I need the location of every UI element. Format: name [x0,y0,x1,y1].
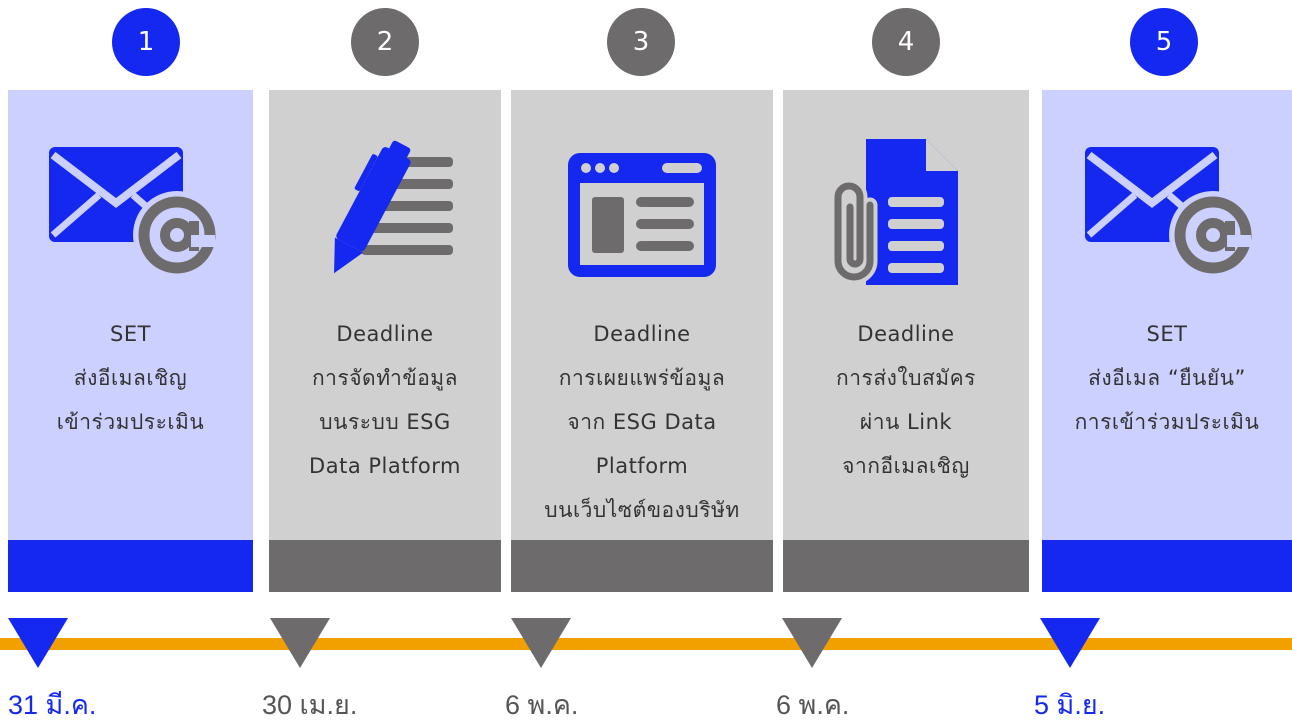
text-line: SET [110,322,151,346]
timeline-marker-2 [270,618,330,668]
timeline-marker-4 [782,618,842,668]
step-3-badge: 3 [607,8,675,76]
text-line: บนเว็บไซต์ของบริษัท [544,498,740,522]
step-3-panel: Deadline การเผยแพร่ข้อมูล จาก ESG Data P… [511,90,773,540]
text-line: จากอีเมลเชิญ [842,454,970,478]
text-line: จาก ESG Data [567,410,717,434]
step-3-bar [511,540,773,592]
step-1-description: SET ส่งอีเมลเชิญ เข้าร่วมประเมิน [8,312,253,444]
email-at-icon [1042,135,1292,295]
step-5-date: 5 มิ.ย. [1034,690,1106,720]
timeline-marker-5 [1040,618,1100,668]
step-4-badge: 4 [872,8,940,76]
step-2-panel: Deadline การจัดทำข้อมูล บนระบบ ESG Data … [269,90,501,540]
step-2-description: Deadline การจัดทำข้อมูล บนระบบ ESG Data … [269,312,501,488]
text-line: ส่งอีเมลเชิญ [73,366,188,390]
text-line: Deadline [593,322,691,346]
text-line: Deadline [336,322,434,346]
step-5-bar [1042,540,1292,592]
step-4-panel: Deadline การส่งใบสมัคร ผ่าน Link จากอีเม… [783,90,1029,540]
text-line: บนระบบ ESG [319,410,451,434]
timeline-marker-3 [511,618,571,668]
text-line: เข้าร่วมประเมิน [56,410,205,434]
step-1-bar [8,540,253,592]
step-5-description: SET ส่งอีเมล “ยืนยัน” การเข้าร่วมประเมิน [1042,312,1292,444]
text-line: Platform [595,454,689,478]
email-at-icon [8,135,253,295]
text-line: Deadline [857,322,955,346]
step-2-badge: 2 [351,8,419,76]
timeline-marker-1 [8,618,68,668]
browser-window-icon [511,135,773,295]
step-2-date: 30 เม.ย. [262,690,358,720]
text-line: การจัดทำข้อมูล [311,366,459,390]
step-5-panel: SET ส่งอีเมล “ยืนยัน” การเข้าร่วมประเมิน [1042,90,1292,540]
text-line: SET [1146,322,1188,346]
pen-document-icon [269,135,501,295]
step-2-bar [269,540,501,592]
step-1-badge: 1 [112,8,180,76]
step-1-panel: SET ส่งอีเมลเชิญ เข้าร่วมประเมิน [8,90,253,540]
text-line: ส่งอีเมล “ยืนยัน” [1088,366,1246,390]
step-3-date: 6 พ.ค. [505,690,579,720]
step-5-badge: 5 [1130,8,1198,76]
text-line: การเผยแพร่ข้อมูล [558,366,726,390]
step-1-date: 31 มี.ค. [8,690,97,720]
attachment-document-icon [783,135,1029,295]
step-4-description: Deadline การส่งใบสมัคร ผ่าน Link จากอีเม… [783,312,1029,488]
text-line: Data Platform [309,454,461,478]
step-3-description: Deadline การเผยแพร่ข้อมูล จาก ESG Data P… [511,312,773,532]
text-line: ผ่าน Link [859,410,953,434]
text-line: การส่งใบสมัคร [836,366,976,390]
step-4-date: 6 พ.ค. [776,690,850,720]
step-4-bar [783,540,1029,592]
text-line: การเข้าร่วมประเมิน [1074,410,1260,434]
